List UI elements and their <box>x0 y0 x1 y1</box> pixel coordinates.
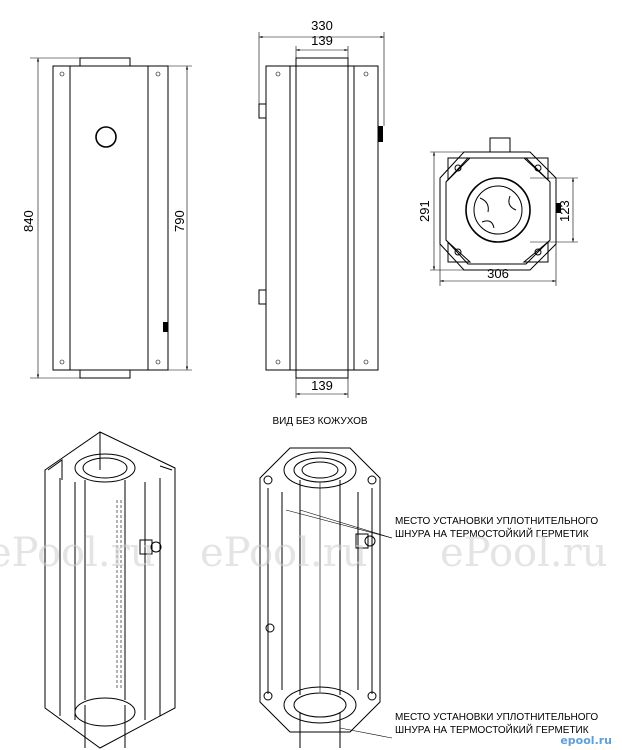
watermark-left: ePool.ru <box>0 530 156 576</box>
callout-top-line2: ШНУРА НА ТЕРМОСТОЙКИЙ ГЕРМЕТИК <box>395 527 589 540</box>
dim-330: 330 <box>311 18 333 33</box>
port-circle <box>95 126 117 148</box>
dim-123: 123 <box>557 200 572 222</box>
watermark-right: ePool.ru <box>440 530 608 576</box>
cutaway-caption: ВИД БЕЗ КОЖУХОВ <box>272 416 367 427</box>
front-view <box>30 57 192 379</box>
callout-top-line1: МЕСТО УСТАНОВКИ УПЛОТНИТЕЛЬНОГО <box>395 516 598 527</box>
callout-bottom-line2: ШНУРА НА ТЕРМОСТОЙКИЙ ГЕРМЕТИК <box>395 723 589 736</box>
dim-139-top: 139 <box>311 33 333 48</box>
dim-139-bottom: 139 <box>311 378 333 393</box>
dim-291: 291 <box>417 200 432 222</box>
cutaway-left <box>44 431 176 749</box>
cutaway-right <box>259 447 393 748</box>
side-view <box>258 32 385 398</box>
dim-306: 306 <box>487 266 509 281</box>
callout-bottom-line1: МЕСТО УСТАНОВКИ УПЛОТНИТЕЛЬНОГО <box>395 712 598 723</box>
dim-790: 790 <box>172 210 187 232</box>
handle-block <box>163 322 168 332</box>
watermark-center: ePool.ru <box>200 530 368 576</box>
top-view <box>430 137 578 286</box>
brand-mark: epool.ru <box>560 734 612 747</box>
dim-840: 840 <box>21 210 36 232</box>
